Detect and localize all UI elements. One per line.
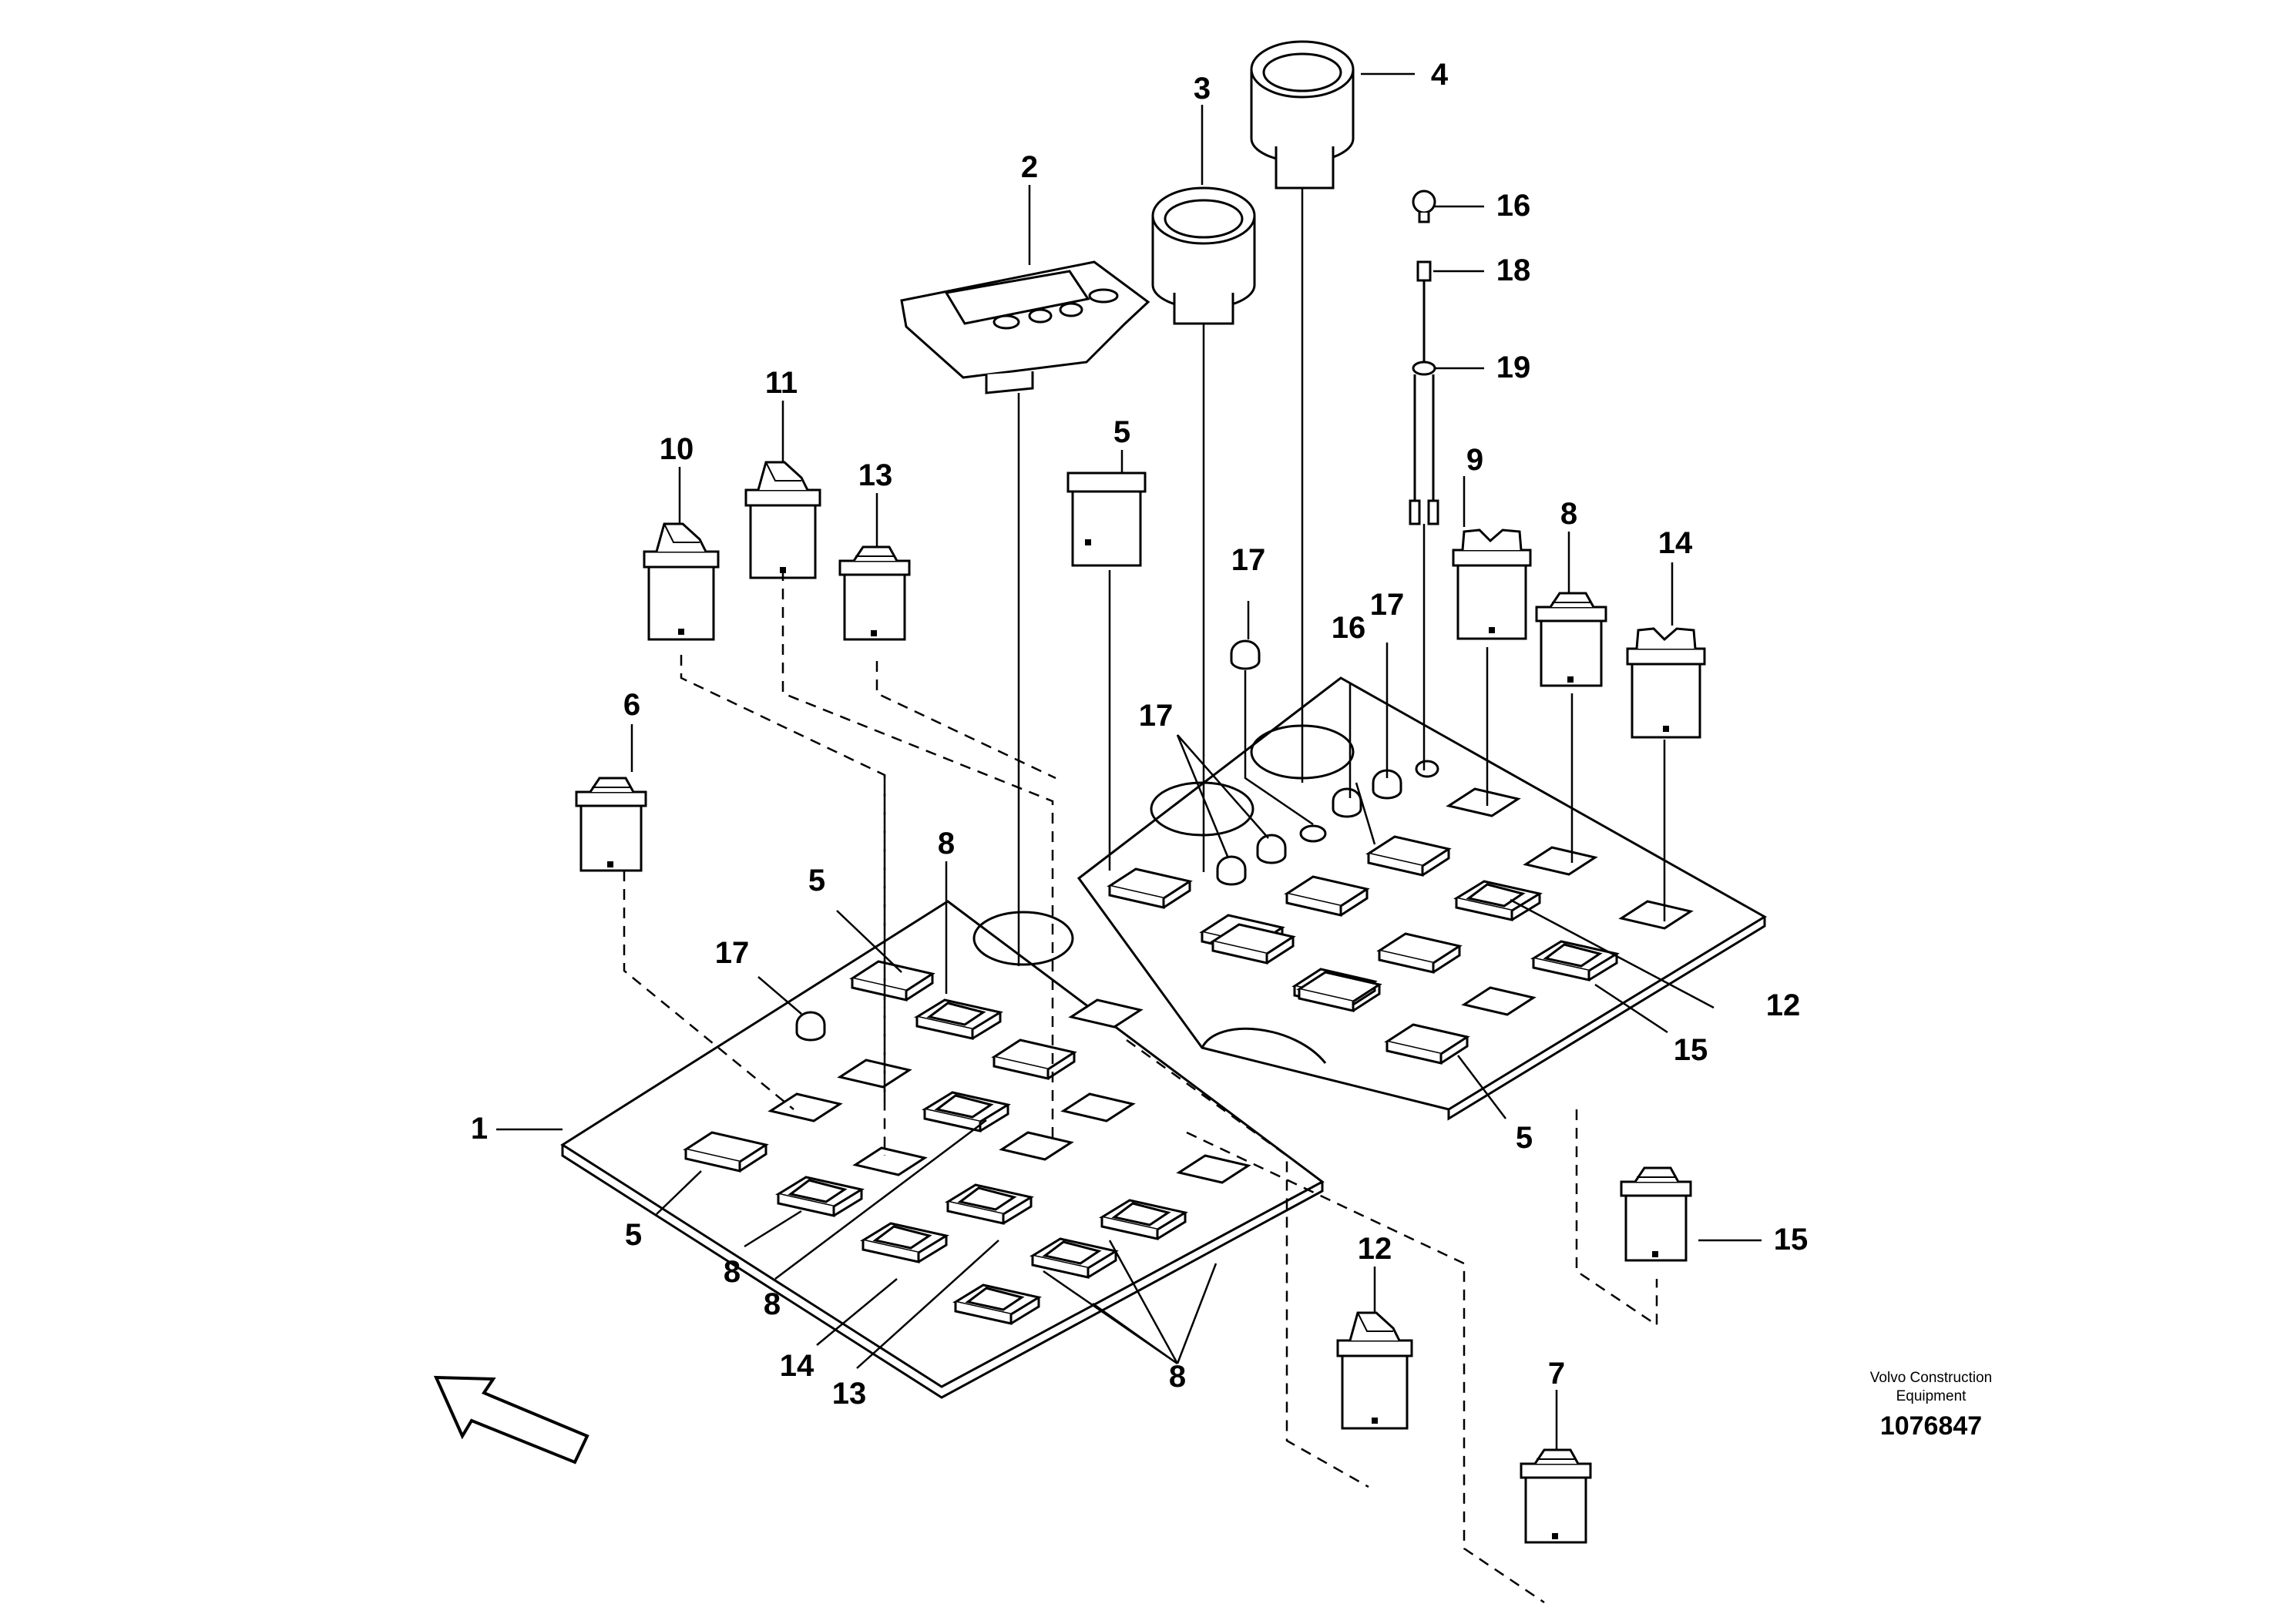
callout-5: 5 bbox=[625, 1218, 642, 1252]
callout-16: 16 bbox=[1332, 611, 1366, 645]
callout-12: 12 bbox=[1358, 1232, 1392, 1266]
callout-8: 8 bbox=[1560, 497, 1577, 531]
gauge-hole bbox=[1150, 781, 1254, 837]
callout-13: 13 bbox=[832, 1377, 867, 1411]
callout-11: 11 bbox=[765, 366, 798, 400]
display-unit bbox=[900, 260, 1150, 394]
callout-3: 3 bbox=[1194, 72, 1211, 106]
brand-line-1: Volvo Construction bbox=[1870, 1370, 1992, 1386]
callout-10: 10 bbox=[660, 432, 694, 466]
callout-17: 17 bbox=[1370, 588, 1405, 622]
round-gauge bbox=[1151, 186, 1256, 325]
callout-15: 15 bbox=[1674, 1033, 1708, 1067]
panel-plate-right bbox=[1076, 676, 1767, 1121]
callout-13: 13 bbox=[858, 458, 893, 492]
drawing-number: 1076847 bbox=[1880, 1411, 1982, 1441]
callout-16: 16 bbox=[1496, 189, 1531, 223]
callout-5: 5 bbox=[808, 864, 825, 898]
callout-4: 4 bbox=[1431, 58, 1449, 92]
callout-8: 8 bbox=[724, 1255, 741, 1289]
callout-7: 7 bbox=[1548, 1357, 1565, 1391]
callout-18: 18 bbox=[1496, 253, 1531, 287]
callout-14: 14 bbox=[780, 1349, 814, 1383]
callout-6: 6 bbox=[623, 688, 640, 722]
callout-8: 8 bbox=[764, 1287, 781, 1321]
direction-arrow-icon bbox=[433, 1375, 589, 1465]
callout-17: 17 bbox=[1231, 543, 1266, 577]
callout-5: 5 bbox=[1113, 415, 1130, 449]
callout-19: 19 bbox=[1496, 351, 1531, 384]
callout-9: 9 bbox=[1466, 443, 1483, 477]
callout-8: 8 bbox=[1169, 1360, 1186, 1394]
round-gauge bbox=[1250, 40, 1355, 190]
bulb-assembly bbox=[1409, 190, 1439, 525]
callout-12: 12 bbox=[1766, 988, 1801, 1022]
callout-15: 15 bbox=[1774, 1223, 1809, 1257]
callout-5: 5 bbox=[1516, 1121, 1533, 1155]
callout-2: 2 bbox=[1021, 150, 1038, 184]
gauge-hole bbox=[972, 911, 1074, 966]
callout-17: 17 bbox=[1139, 699, 1174, 733]
panel-plate-left bbox=[560, 900, 1325, 1399]
callout-8: 8 bbox=[938, 827, 955, 861]
callout-14: 14 bbox=[1658, 526, 1693, 560]
brand-line-2: Equipment bbox=[1896, 1388, 1967, 1404]
callout-17: 17 bbox=[715, 936, 750, 970]
callout-1: 1 bbox=[471, 1112, 488, 1146]
